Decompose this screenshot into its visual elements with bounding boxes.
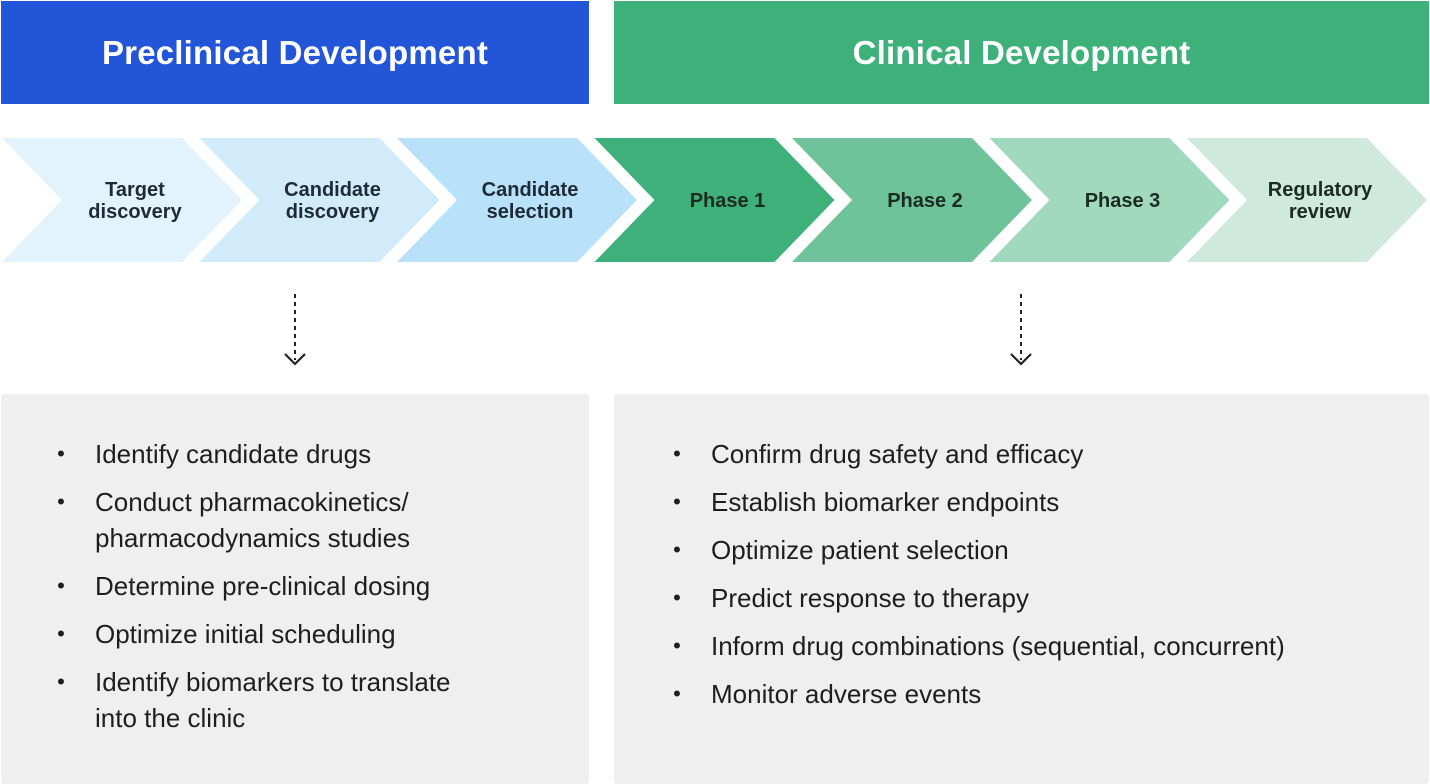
stage-label-line: Candidate [482, 179, 579, 201]
list-item: • Inform drug combinations (sequential, c… [671, 628, 1411, 664]
list-item-text: Optimize patient selection [711, 535, 1009, 565]
stage-label-line: Phase 1 [690, 190, 766, 212]
down-arrow-icon [284, 294, 306, 366]
bullet-icon: • [673, 489, 681, 514]
bullet-icon: • [673, 441, 681, 466]
stage-label: Phase 2 [887, 190, 963, 212]
stage-label: Phase 3 [1085, 190, 1161, 212]
list-item-text: Determine pre-clinical dosing [95, 571, 431, 601]
list-item-text: Confirm drug safety and efficacy [711, 439, 1084, 469]
list-item-text: Identify biomarkers to translate [95, 667, 451, 697]
clinical-development-title: Clinical Development [852, 33, 1191, 71]
list-item-text: Establish biomarker endpoints [711, 487, 1060, 517]
bullet-icon: • [673, 585, 681, 610]
down-arrow-icon [1010, 294, 1032, 366]
preclinical-activities-list: • Identify candidate drugs • Conduct pharma… [55, 436, 555, 748]
stage-label-line: selection [487, 201, 574, 223]
list-item: • Confirm drug safety and efficacy [671, 436, 1411, 472]
list-item-text: Identify candidate drugs [95, 439, 372, 469]
stage-chevron-shape [397, 138, 637, 262]
list-item: • Conduct pharmacokinetics/pharmacodynami… [55, 484, 555, 556]
bullet-icon: • [57, 621, 65, 646]
bullet-icon: • [57, 441, 65, 466]
preclinical-activities-panel: • Identify candidate drugs • Conduct pharma… [1, 394, 589, 784]
clinical-development-header: Clinical Development [614, 1, 1429, 104]
stage-label-line: discovery [88, 201, 182, 223]
stage-chevron-shape [199, 138, 440, 262]
stage-label-line: discovery [286, 201, 380, 223]
bullet-icon: • [673, 681, 681, 706]
stage-label-line: Phase 2 [887, 190, 963, 212]
list-item: • Determine pre-clinical dosing [55, 568, 555, 604]
stage-chevron-shape [594, 138, 835, 262]
clinical-activities-panel: • Confirm drug safety and efficacy • Establ… [614, 394, 1429, 784]
list-item-text: Predict response to therapy [711, 583, 1029, 613]
list-item-text: Inform drug combinations (sequential, co… [711, 631, 1285, 661]
bullet-icon: • [57, 573, 65, 598]
stage-label-line: review [1289, 201, 1352, 223]
list-item-text: into the clinic [95, 703, 246, 733]
stage-chevron-shape [989, 138, 1230, 262]
stage-label-line: Target [105, 179, 165, 201]
list-item: • Identify candidate drugs [55, 436, 555, 472]
list-item: • Predict response to therapy [671, 580, 1411, 616]
list-item-text: pharmacodynamics studies [95, 523, 411, 553]
stage-chevron-6: Phase 3 [989, 138, 1230, 262]
stage-label-line: Candidate [284, 179, 381, 201]
stage-chevron-shape [792, 138, 1032, 262]
stage-chevron-shape [2, 138, 242, 262]
list-item-text: Monitor adverse events [711, 679, 982, 709]
preclinical-development-title: Preclinical Development [101, 33, 489, 71]
stage-label: Phase 1 [690, 190, 766, 212]
list-item: • Identify biomarkers to translate into th… [55, 664, 555, 736]
bullet-icon: • [673, 537, 681, 562]
preclinical-development-header: Preclinical Development [1, 1, 589, 104]
stage-chevron-5: Phase 2 [792, 138, 1032, 262]
list-item-text: Conduct pharmacokinetics/ [95, 487, 409, 517]
list-item: • Optimize patient selection [671, 532, 1411, 568]
clinical-activities-list: • Confirm drug safety and efficacy • Establ… [671, 436, 1411, 724]
stage-chevron-shape [1187, 138, 1427, 262]
list-item-text: Optimize initial scheduling [95, 619, 396, 649]
bullet-icon: • [673, 633, 681, 658]
list-item: • Establish biomarker endpoints [671, 484, 1411, 520]
stage-label-line: Phase 3 [1085, 190, 1161, 212]
list-item: • Monitor adverse events [671, 676, 1411, 712]
bullet-icon: • [57, 669, 65, 694]
bullet-icon: • [57, 489, 65, 514]
stage-label-line: Regulatory [1268, 179, 1373, 201]
stage-chevron-4: Phase 1 [594, 138, 835, 262]
list-item: • Optimize initial scheduling [55, 616, 555, 652]
